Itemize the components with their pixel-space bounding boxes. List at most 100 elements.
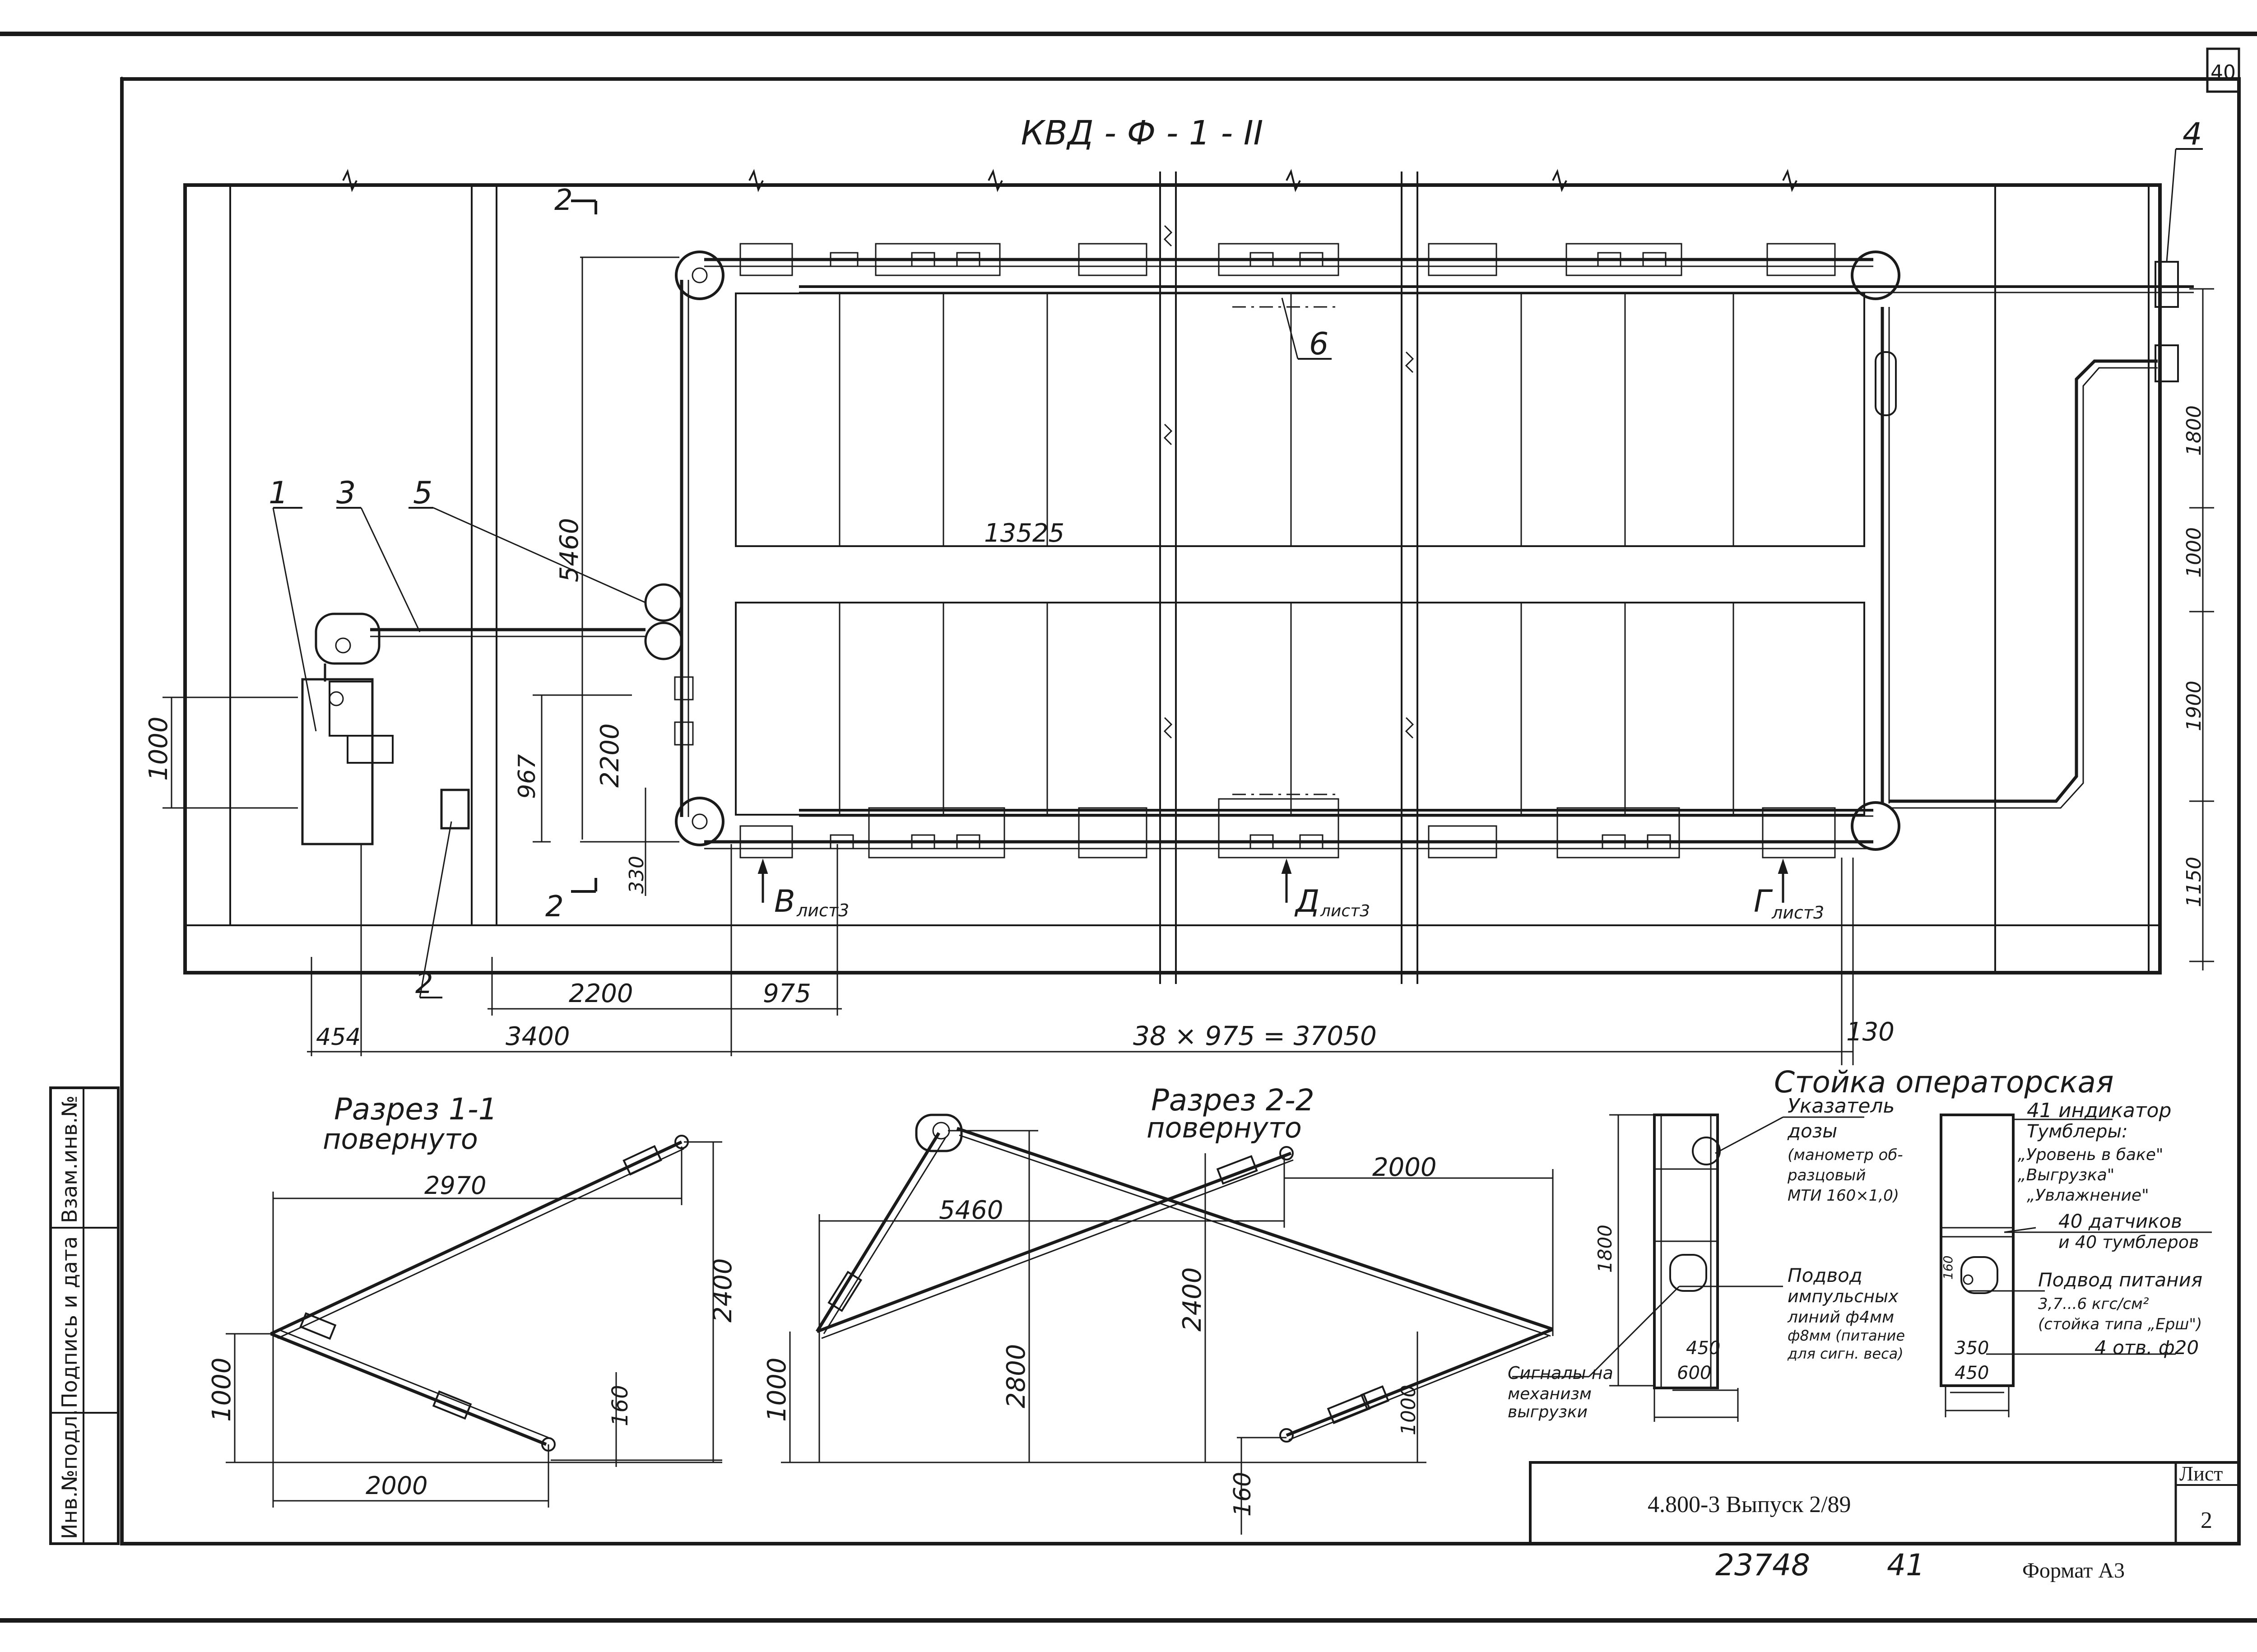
dim-38x975: 38 × 975 = 37050	[1133, 1021, 1377, 1051]
callout-3: 3	[336, 475, 356, 511]
stamp-inventory-original: Инв.№подл.	[57, 1409, 82, 1539]
stand-note-40-toggles: и 40 тумблеров	[2058, 1232, 2199, 1252]
stand-dim-450-left: 450	[1686, 1338, 1720, 1359]
section-1-1	[226, 1135, 722, 1508]
stand-note-toggles: Тумблеры:	[2027, 1121, 2128, 1142]
section-1-1-dim-2000: 2000	[366, 1471, 427, 1500]
dim-1150-right: 1150	[2183, 857, 2206, 907]
view-v-sheet: лист3	[796, 900, 849, 920]
section-2-2-dim-5460: 5460	[939, 1196, 1003, 1225]
callout-2: 2	[415, 967, 433, 1000]
stand-note-40-sensors: 40 датчиков	[2058, 1210, 2182, 1232]
operator-stand-labels: Стойка операторская Указатель дозы (мано…	[1508, 1065, 2202, 1421]
section-2-2-title: Разрез 2-2	[1151, 1083, 1314, 1118]
dim-1800-right: 1800	[2183, 405, 2206, 456]
view-g-sheet: лист3	[1771, 903, 1824, 923]
view-g-label: Г	[1754, 884, 1773, 919]
stand-note-dose: дозы	[1787, 1120, 1837, 1142]
dim-330: 330	[625, 856, 648, 894]
section-1-1-title: Разрез 1-1	[334, 1092, 497, 1127]
stand-note-level: „Уровень в баке"	[2018, 1146, 2163, 1164]
stand-note-dose-indicator: Указатель	[1788, 1095, 1895, 1118]
stand-note-stand-type: (стойка типа „Ерш")	[2038, 1315, 2202, 1333]
callout-5: 5	[413, 475, 432, 511]
dim-2200-vertical: 2200	[595, 723, 625, 788]
section-2-2-dim-1000-right: 1000	[1397, 1385, 1420, 1435]
title-block	[1529, 1461, 2240, 1545]
drawing-title: КВД - Ф - 1 - II	[1021, 114, 1263, 153]
inventory-number: 23748	[1715, 1548, 1810, 1582]
dim-967: 967	[514, 754, 541, 799]
stand-note-lines: линий ф4мм	[1787, 1308, 1894, 1327]
list-label: Лист	[2179, 1462, 2223, 1485]
section-2-2	[781, 1114, 1554, 1535]
stand-dim-600: 600	[1677, 1363, 1711, 1383]
section-1-1-dim-1000: 1000	[207, 1357, 237, 1422]
callout-4: 4	[2183, 116, 2202, 152]
callout-6: 6	[1309, 326, 1328, 362]
section-1-1-dim-160: 160	[608, 1385, 633, 1426]
stand-title: Стойка операторская	[1774, 1065, 2114, 1100]
stamp-signature-date: Подпись и дата	[57, 1236, 82, 1408]
sheet-frame	[0, 32, 2257, 1623]
stand-note-impulse: импульсных	[1788, 1286, 1899, 1306]
stand-note-unloading: выгрузки	[1508, 1403, 1588, 1421]
sheet-format: Формат А3	[2022, 1559, 2125, 1582]
stand-note-manometer-3: МТИ 160×1,0)	[1788, 1187, 1899, 1205]
dim-130: 130	[1846, 1017, 1895, 1047]
view-d-sheet: лист3	[1320, 902, 1370, 920]
section-mark-top: 2	[554, 184, 573, 217]
section-2-2-labels: Разрез 2-2 повернуто 5460 2000 2400 2800…	[762, 1083, 1437, 1517]
stamp-replacement-inventory: Взам.инв.№	[57, 1095, 82, 1223]
stand-note-mechanism: механизм	[1508, 1385, 1592, 1403]
dim-5460: 5460	[555, 518, 584, 582]
section-mark-bottom: 2	[545, 890, 564, 923]
plan-labels: 1 3 5 2 4 6 5460 2200 967 1000 330 1800 …	[144, 116, 2206, 1051]
stand-note-supply: Подвод	[1788, 1264, 1862, 1286]
stand-dim-160: 160	[1941, 1256, 1955, 1280]
dim-454: 454	[316, 1024, 361, 1051]
callout-1: 1	[269, 475, 288, 511]
stand-note-pressure: 3,7...6 кгс/см²	[2038, 1295, 2149, 1313]
section-1-1-labels: Разрез 1-1 повернуто 2970 2400 1000 160 …	[207, 1092, 738, 1500]
stand-dim-450-right: 450	[1955, 1363, 1989, 1383]
view-d-label: Д	[1294, 884, 1319, 919]
dim-3400: 3400	[506, 1022, 570, 1051]
stand-note-manometer-1: (манометр об-	[1788, 1146, 1903, 1164]
stand-note-manometer-2: разцовый	[1787, 1166, 1866, 1184]
stand-note-unload: „Выгрузка"	[2018, 1166, 2114, 1184]
section-2-2-dim-1000-left: 1000	[762, 1357, 792, 1422]
stand-note-power-supply: Подвод питания	[2038, 1269, 2202, 1291]
stand-note-supply-weight: ф8мм (питание	[1788, 1327, 1905, 1344]
dim-1900-right: 1900	[2183, 681, 2206, 731]
stand-dim-1800: 1800	[1594, 1225, 1616, 1273]
section-1-1-subtitle: повернуто	[323, 1123, 478, 1155]
stand-note-signal-weight: для сигн. веса)	[1787, 1345, 1904, 1362]
stand-note-holes: 4 отв. ф20	[2094, 1336, 2199, 1359]
section-1-1-dim-2970: 2970	[424, 1171, 486, 1200]
operator-stand	[1512, 1114, 2212, 1422]
section-1-1-dim-2400: 2400	[708, 1258, 738, 1323]
dim-13525: 13525	[984, 519, 1064, 548]
stand-note-41-indicator: 41 индикатор	[2027, 1099, 2171, 1122]
dim-1000-plan: 1000	[144, 716, 173, 781]
view-v-label: В	[774, 884, 795, 919]
corner-sheet-number: 40	[2211, 61, 2236, 84]
section-2-2-subtitle: повернуто	[1147, 1111, 1302, 1144]
stand-note-signals: Сигналы на	[1508, 1363, 1613, 1383]
section-2-2-dim-160: 160	[1229, 1472, 1256, 1517]
dim-975: 975	[763, 979, 811, 1008]
dim-2200-horizontal: 2200	[569, 979, 633, 1008]
side-stamp: Инв.№подл. Подпись и дата Взам.инв.№	[49, 1086, 120, 1545]
section-2-2-dim-2000: 2000	[1372, 1153, 1437, 1182]
document-code: 4.800-3 Выпуск 2/89	[1648, 1492, 1851, 1517]
stand-dim-350: 350	[1955, 1338, 1989, 1359]
section-2-2-dim-2400: 2400	[1178, 1267, 1207, 1332]
handwritten-number: 41	[1887, 1548, 1925, 1582]
plan-view	[163, 148, 2214, 1065]
section-2-2-dim-2800: 2800	[1002, 1344, 1031, 1408]
stand-note-humidify: „Увлажнение"	[2027, 1186, 2149, 1205]
list-number: 2	[2201, 1508, 2212, 1533]
dim-1000-right: 1000	[2183, 527, 2206, 578]
